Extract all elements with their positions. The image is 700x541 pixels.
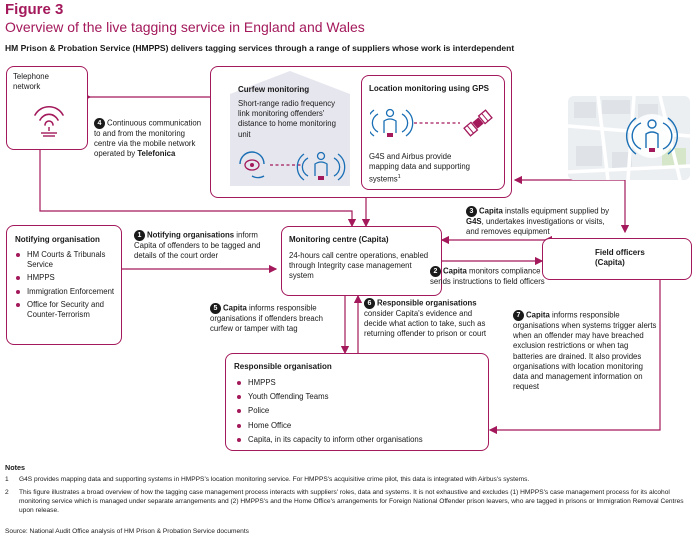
wireless-signal-icon [34,106,64,137]
figure-label: Figure 3 [5,1,64,18]
map-person-marker-icon [626,114,678,158]
figure-title: Overview of the live tagging service in … [5,19,365,35]
gps-monitoring-description: G4S and Airbus provide mapping data and … [369,152,471,184]
responsible-item: Youth Offending Teams [234,392,484,402]
step-2-badge: 2 [430,266,441,277]
notifying-item: Immigration Enforcement [13,287,119,297]
step-4-badge: 4 [94,118,105,129]
note-1: 1 G4S provides mapping data and supportin… [5,476,695,485]
step-7-description: informs responsible organisations when s… [513,310,657,392]
person-gps-icon [370,108,414,137]
step-3-badge: 3 [466,206,477,217]
note-1-number: 1 [5,476,9,483]
responsible-organisation-title: Responsible organisation [234,362,332,371]
telephone-network-title: Telephone network [13,72,49,92]
step-3-description-b: , undertakes investigations or visits, a… [466,217,605,237]
step-7-label: Capita [526,310,550,320]
responsible-item: Home Office [234,421,484,431]
step-4-description: Continuous communication to and from the… [94,118,202,159]
step-1-badge: 1 [134,230,145,241]
note-2-number: 2 [5,489,9,496]
note-2: 2 This figure illustrates a broad overvie… [5,489,691,515]
step-2-label: Capita [443,266,467,276]
step-1-description: inform Capita of offenders to be tagged … [134,230,261,261]
step-1-label: Notifying organisations [147,230,235,240]
responsible-organisation-list: HMPPS Youth Offending Teams Police Home … [234,378,484,445]
house-shape [230,71,350,186]
step-6-badge: 6 [364,298,375,309]
step-3-description-a: installs equipment supplied by [505,206,610,216]
monitoring-centre-box: Monitoring centre (Capita) 24-hours call… [281,226,442,296]
notes-heading: Notes [5,463,25,472]
note-2-text: This figure illustrates a broad overview… [19,489,684,514]
notifying-organisation-title: Notifying organisation [15,235,100,244]
responsible-organisation-box: Responsible organisation HMPPS Youth Off… [225,353,489,451]
step-5-badge: 5 [210,303,221,314]
telephone-network-box: Telephone network [6,66,88,150]
notifying-item: Office for Security and Counter-Terroris… [13,300,119,320]
home-unit-icon [239,151,265,179]
gps-icons [370,108,493,137]
gps-monitoring-title: Location monitoring using GPS [369,84,489,93]
responsible-item: HMPPS [234,378,484,388]
gps-monitoring-text: G4S and Airbus provide mapping data and … [369,152,479,185]
field-officers-box: Field officers (Capita) [542,238,692,280]
source-note: Source: National Audit Office analysis o… [5,528,249,535]
step-5-description: informs responsible organisations if off… [210,303,323,334]
step-6-description: consider Capita's evidence and decide wh… [364,309,487,339]
step-7-badge: 7 [513,310,524,321]
step-6-label: Responsible organisations [377,298,477,308]
curfew-monitoring-title: Curfew monitoring [238,85,310,94]
step-3-label: Capita [479,206,503,216]
satellite-icon [463,109,493,137]
person-tag-icon [296,151,346,181]
footnote-1-marker: 1 [397,174,401,181]
field-officers-title: Field officers (Capita) [595,248,645,267]
responsible-item: Capita, in its capacity to inform other … [234,435,484,445]
monitoring-centre-text: 24-hours call centre operations, enabled… [289,251,429,281]
notifying-organisation-list: HM Courts & Tribunals Service HMPPS Immi… [13,250,119,320]
responsible-item: Police [234,406,484,416]
step-2-description: monitors compliance and sends instructio… [430,266,556,286]
arrow-field-responsible [488,266,661,435]
curfew-monitoring-text: Short-range radio frequency link monitor… [238,99,336,139]
note-1-text: G4S provides mapping data and supporting… [19,476,530,483]
g4s-label: G4S [466,217,482,226]
step-5-label: Capita [223,303,247,313]
notifying-item: HM Courts & Tribunals Service [13,250,119,270]
curfew-icons [239,151,346,181]
gps-monitoring-box: Location monitoring using GPS G4S and Ai… [361,75,505,190]
notifying-item: HMPPS [13,273,119,283]
figure-subtitle: HM Prison & Probation Service (HMPPS) de… [5,43,515,53]
arrow-telephone-monitoring [35,142,357,228]
notifying-organisation-box: Notifying organisation HM Courts & Tribu… [6,225,122,345]
monitoring-centre-title: Monitoring centre (Capita) [289,235,389,244]
telefonica-label: Telefonica [137,149,176,159]
